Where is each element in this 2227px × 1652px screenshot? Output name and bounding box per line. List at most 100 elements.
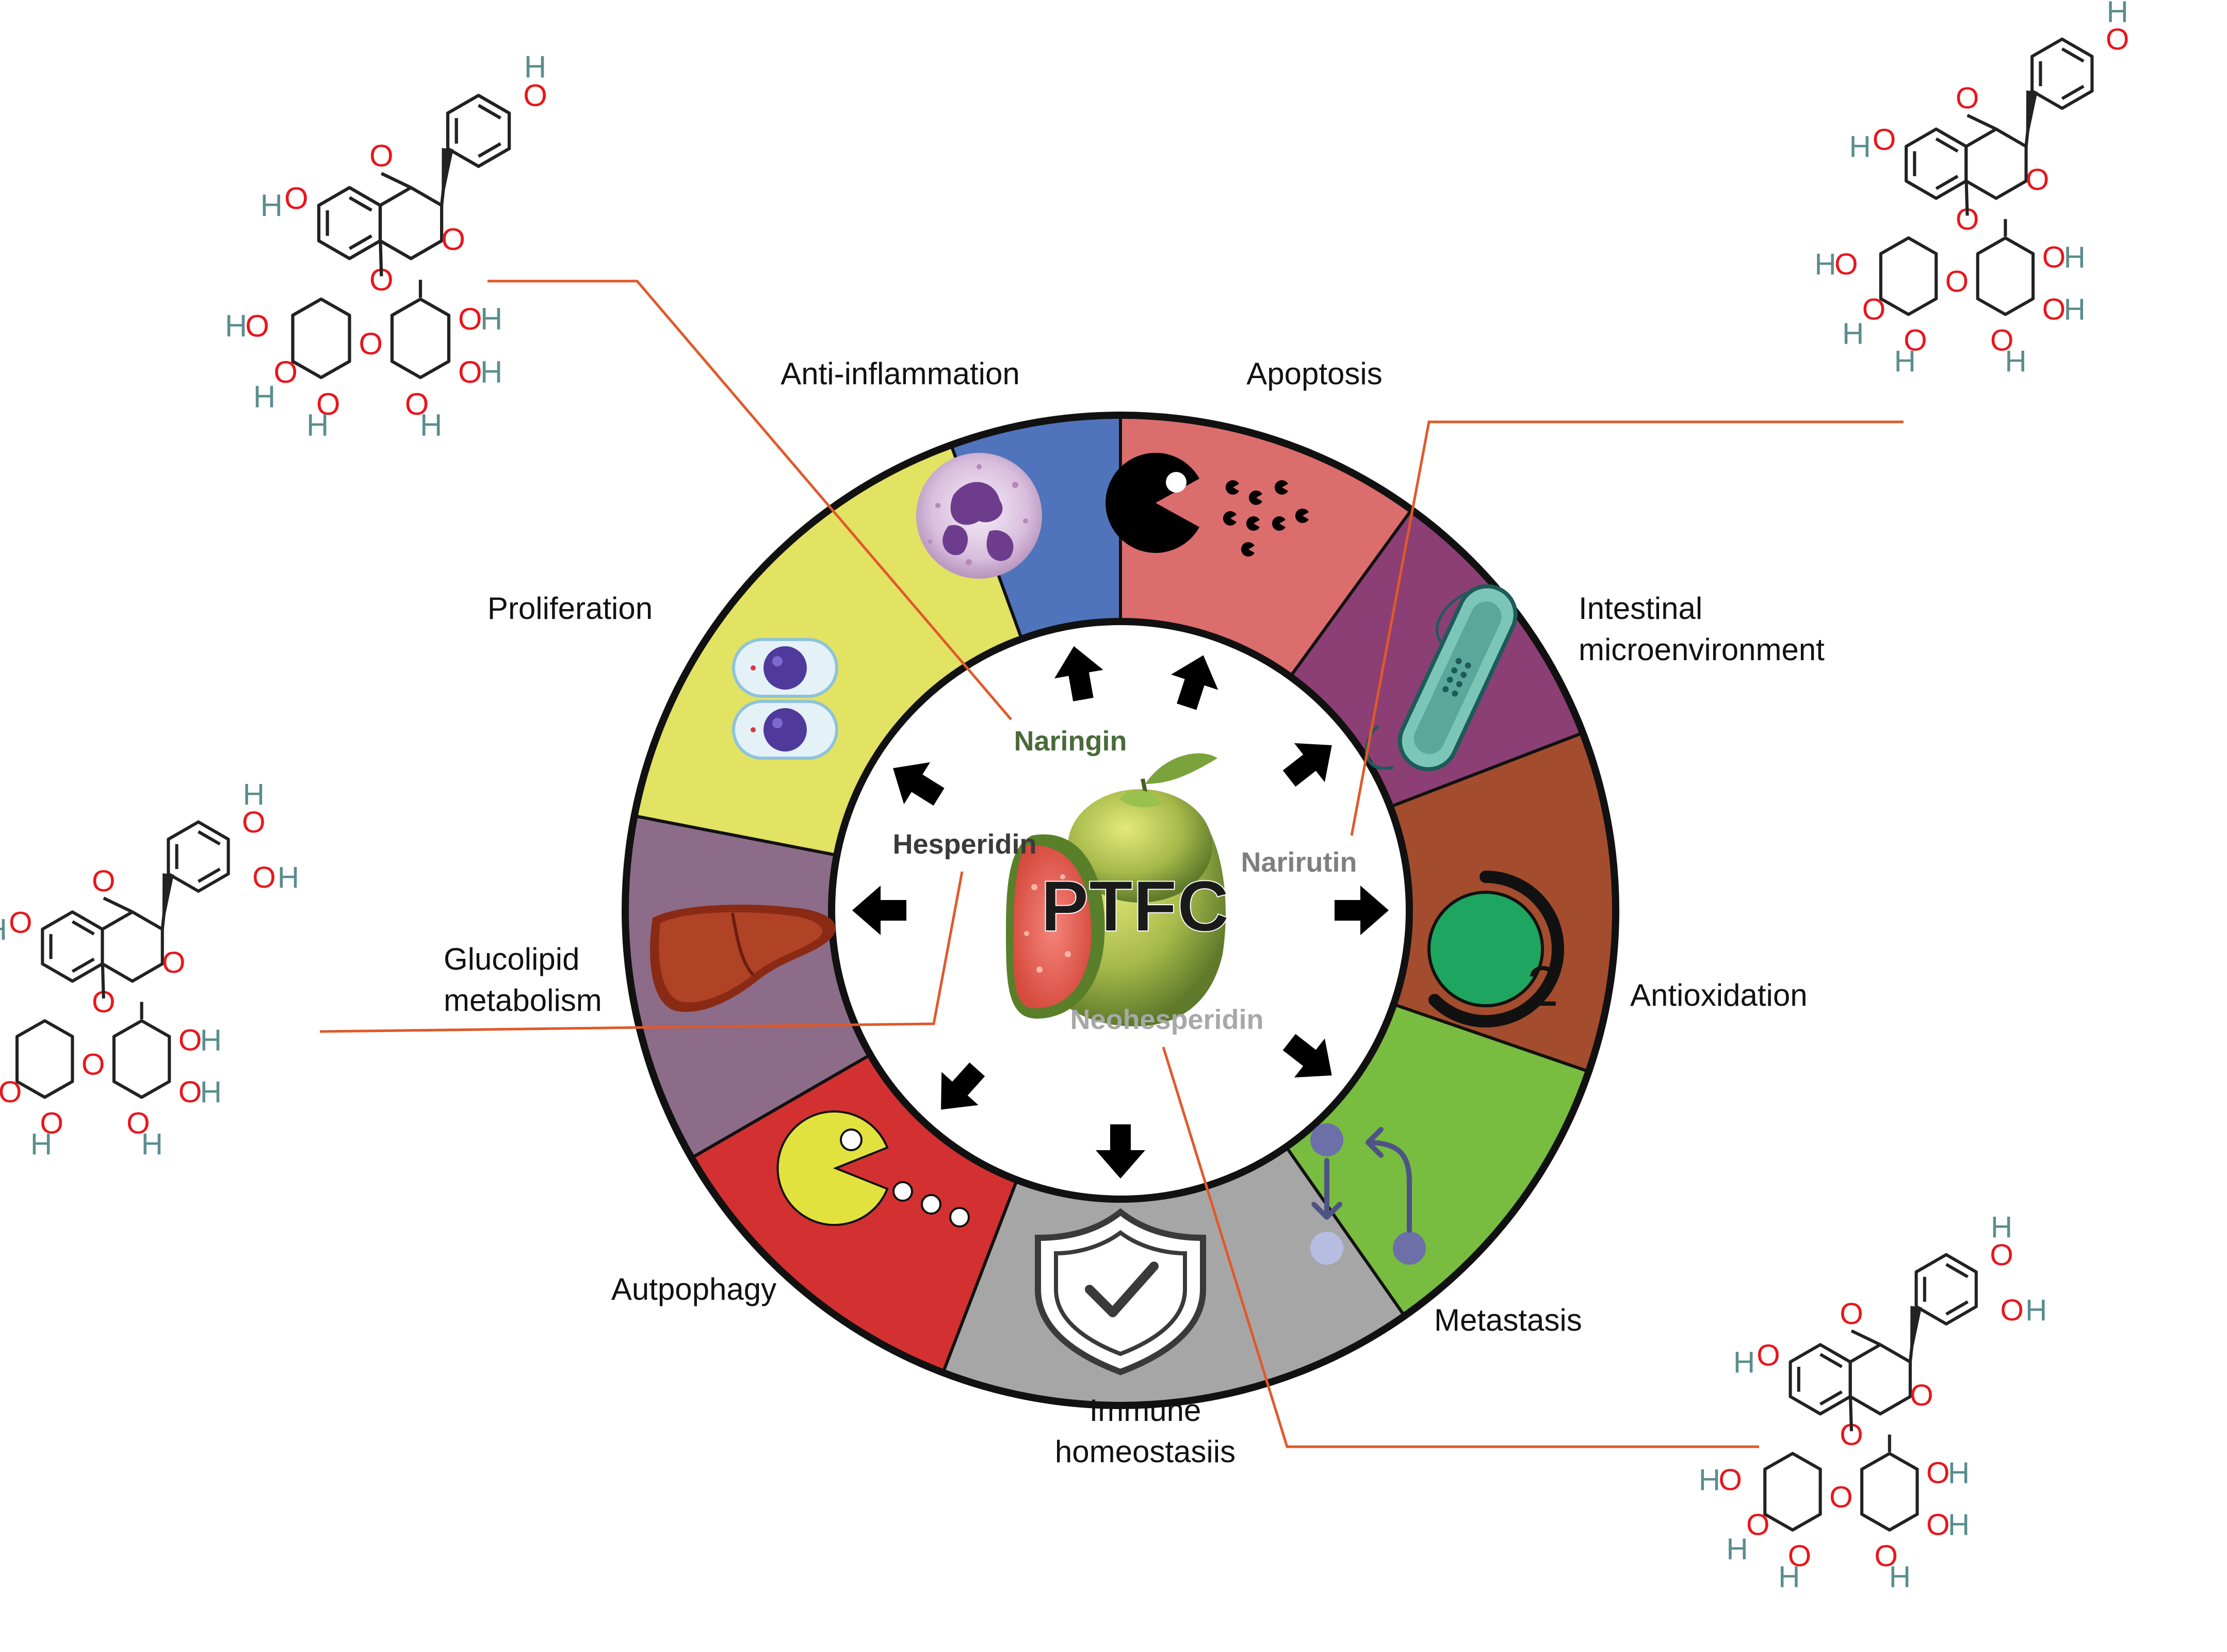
arrow-icon (941, 1062, 985, 1110)
hydrogen-atom: H (141, 1127, 163, 1161)
oxygen-atom: O (1990, 324, 2014, 357)
hydrogen-atom: H (0, 1100, 1, 1133)
hydrogen-atom: H (253, 380, 275, 414)
outer-ring (622, 412, 1619, 1409)
hydrogen-atom: H (480, 355, 502, 389)
leader-narirutin (1350, 420, 1904, 836)
oxygen-atom: O (1926, 1457, 1950, 1490)
hydrogen-atom: H (243, 778, 265, 811)
hydrogen-atom: H (1842, 317, 1864, 350)
oxygen-atom: O (178, 1075, 202, 1109)
oxygen-atom: O (245, 309, 269, 344)
compound-naringin: Naringin (1014, 726, 1127, 757)
oxygen-atom: O (252, 861, 276, 894)
neutrophil-icon (916, 453, 1042, 579)
oxygen-atom: O (1926, 1508, 1950, 1542)
oxygen-atom: O (1840, 1297, 1863, 1331)
oxygen-atom: O (1956, 81, 1979, 115)
oxygen-atom: O (126, 1107, 150, 1140)
oxygen-atom: O (82, 1048, 105, 1081)
oxygen-atom: O (523, 78, 547, 113)
oxygen-atom: O (458, 355, 482, 389)
label-autpophagy: Autpophagy (611, 1272, 776, 1306)
label-anti-inflammation: Anti-inflammation (781, 356, 1020, 391)
arrow-icon (893, 762, 945, 806)
hydrogen-atom: H (2106, 0, 2128, 28)
oxygen-atom: O (1873, 123, 1896, 157)
hydrogen-atom: H (524, 50, 546, 85)
oxygen-atom: O (1757, 1338, 1780, 1372)
oxygen-atom: O (2042, 292, 2066, 326)
hydrogen-atom: H (1778, 1560, 1800, 1594)
hydrogen-atom: H (200, 1024, 222, 1057)
label-metastasis: Metastasis (1434, 1303, 1582, 1337)
arrow-icon (1282, 743, 1332, 787)
hydrogen-atom: H (1814, 248, 1836, 281)
hydrogen-atom: H (420, 408, 442, 443)
leader-lines (319, 280, 1904, 1448)
oxygen-atom: O (1788, 1540, 1812, 1573)
oxygen-icon: 2 (1427, 871, 1564, 1027)
oxygen-atom: O (162, 946, 186, 979)
oxygen-atom: O (1904, 324, 1927, 357)
oxygen-atom: O (1834, 248, 1858, 281)
center-label: PTFC (1041, 865, 1229, 946)
oxygen-atom: O (40, 1107, 63, 1140)
hydrogen-atom: H (225, 309, 247, 344)
arrow-icon (1096, 1124, 1145, 1179)
oxygen-atom: O (441, 222, 465, 256)
shield-check-icon (1035, 1208, 1206, 1376)
oxygen-atom: O (1945, 265, 1969, 299)
compound-neohesperidin: Neohesperidin (1070, 1004, 1263, 1035)
oxygen-atom: O (178, 1024, 202, 1057)
hydrogen-atom: H (480, 302, 502, 336)
oxygen-atom: O (92, 864, 116, 898)
compound-hesperidin: Hesperidin (892, 829, 1036, 860)
effect-arrows (852, 646, 1389, 1179)
label-proliferation: Proliferation (487, 591, 653, 626)
arrow-icon (1171, 655, 1218, 710)
oxygen-atom: O (369, 139, 394, 173)
oxygen-atom: O (2026, 163, 2050, 197)
oxygen-atom: O (316, 387, 340, 421)
autophagy-pacman-icon (776, 1110, 970, 1228)
arrow-icon (852, 886, 906, 935)
oxygen-atom: O (9, 906, 32, 939)
hydrogen-atom: H (1726, 1532, 1748, 1566)
hydrogen-atom: H (1849, 130, 1871, 163)
hydrogen-atom: H (1948, 1508, 1970, 1542)
dividing-cell-icon (732, 638, 838, 760)
oxygen-subscript: 2 (1527, 955, 1558, 1018)
hydrogen-atom: H (30, 1127, 52, 1161)
oxygen-atom: O (1746, 1508, 1770, 1542)
hydrogen-atom: H (200, 1075, 222, 1109)
hydrogen-atom: H (306, 408, 329, 443)
arrow-icon (1335, 886, 1389, 935)
oxygen-atom: O (0, 1075, 22, 1109)
leader-naringin (487, 280, 1012, 721)
oxygen-atom: O (458, 302, 482, 336)
hydrogen-atom: H (2063, 292, 2085, 326)
hydrogen-atom: H (0, 913, 7, 946)
oxygen-atom: O (1990, 1238, 2013, 1272)
hydrogen-atom: H (2005, 345, 2026, 378)
oxygen-atom: O (1829, 1480, 1853, 1514)
oxygen-atom: O (1874, 1540, 1898, 1573)
oxygen-atom: O (1910, 1379, 1933, 1412)
liver-icon (650, 905, 836, 1012)
oxygen-atom: O (284, 181, 308, 216)
hydrogen-atom: H (1948, 1457, 1970, 1490)
metastasis-flow-icon (1310, 1123, 1426, 1265)
oxygen-atom: O (273, 355, 298, 389)
arrow-icon (1282, 1034, 1332, 1078)
oxygen-atom: O (359, 326, 383, 361)
